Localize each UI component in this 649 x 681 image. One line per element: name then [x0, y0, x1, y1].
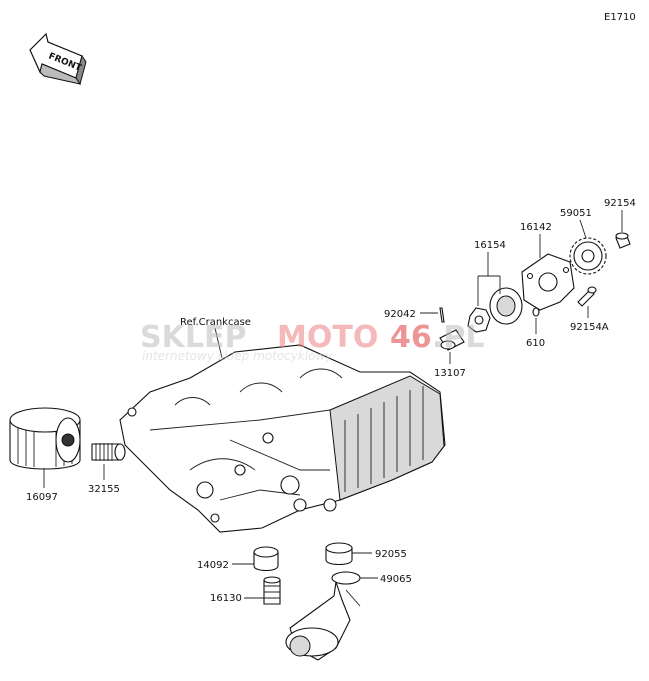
- part-label-14092: 14092: [197, 560, 229, 571]
- front-arrow-icon: [29, 32, 87, 86]
- oil-filter-16097: [9, 407, 81, 470]
- sprocket-59051: [569, 237, 607, 275]
- pump-cover-16142: [521, 253, 575, 311]
- part-label-32155: 32155: [88, 484, 120, 495]
- o-ring-92055: [325, 542, 353, 566]
- part-label-16142: 16142: [520, 222, 552, 233]
- watermark: SKLEP MOTO 46 .PL internetowy sklep moto…: [140, 320, 485, 363]
- part-label-92042: 92042: [384, 309, 416, 320]
- watermark-brand-c: 46: [390, 320, 432, 355]
- part-label-16154: 16154: [474, 240, 506, 251]
- pipe-13107: [439, 329, 465, 351]
- part-label-59051: 59051: [560, 208, 592, 219]
- bolt-92154A: [577, 286, 597, 307]
- oil-strainer-49065: [285, 571, 361, 661]
- watermark-brand-b: MOTO: [277, 320, 378, 355]
- threaded-nipple-32155: [91, 443, 126, 461]
- part-label-92055: 92055: [375, 549, 407, 560]
- watermark-brand-d: .PL: [432, 320, 485, 355]
- relief-valve-16130: [263, 576, 281, 605]
- pin-610: [532, 307, 540, 317]
- pin-92042: [439, 307, 445, 323]
- watermark-tagline: internetowy sklep motocyklowy: [142, 349, 333, 363]
- part-label-49065: 49065: [380, 574, 412, 585]
- diagram-code: E1710: [604, 12, 636, 23]
- part-label-92154: 92154: [604, 198, 636, 209]
- reference-label: Ref.Crankcase: [180, 317, 251, 328]
- part-label-13107: 13107: [434, 368, 466, 379]
- pump-rotors-16154: [467, 287, 523, 333]
- watermark-brand-a: SKLEP: [140, 320, 246, 355]
- crankcase: [119, 344, 446, 533]
- part-label-92154A: 92154A: [570, 322, 609, 333]
- part-label-610: 610: [526, 338, 545, 349]
- part-label-16130: 16130: [210, 593, 242, 604]
- part-label-16097: 16097: [26, 492, 58, 503]
- bolt-92154: [615, 232, 631, 249]
- collar-14092: [253, 546, 279, 572]
